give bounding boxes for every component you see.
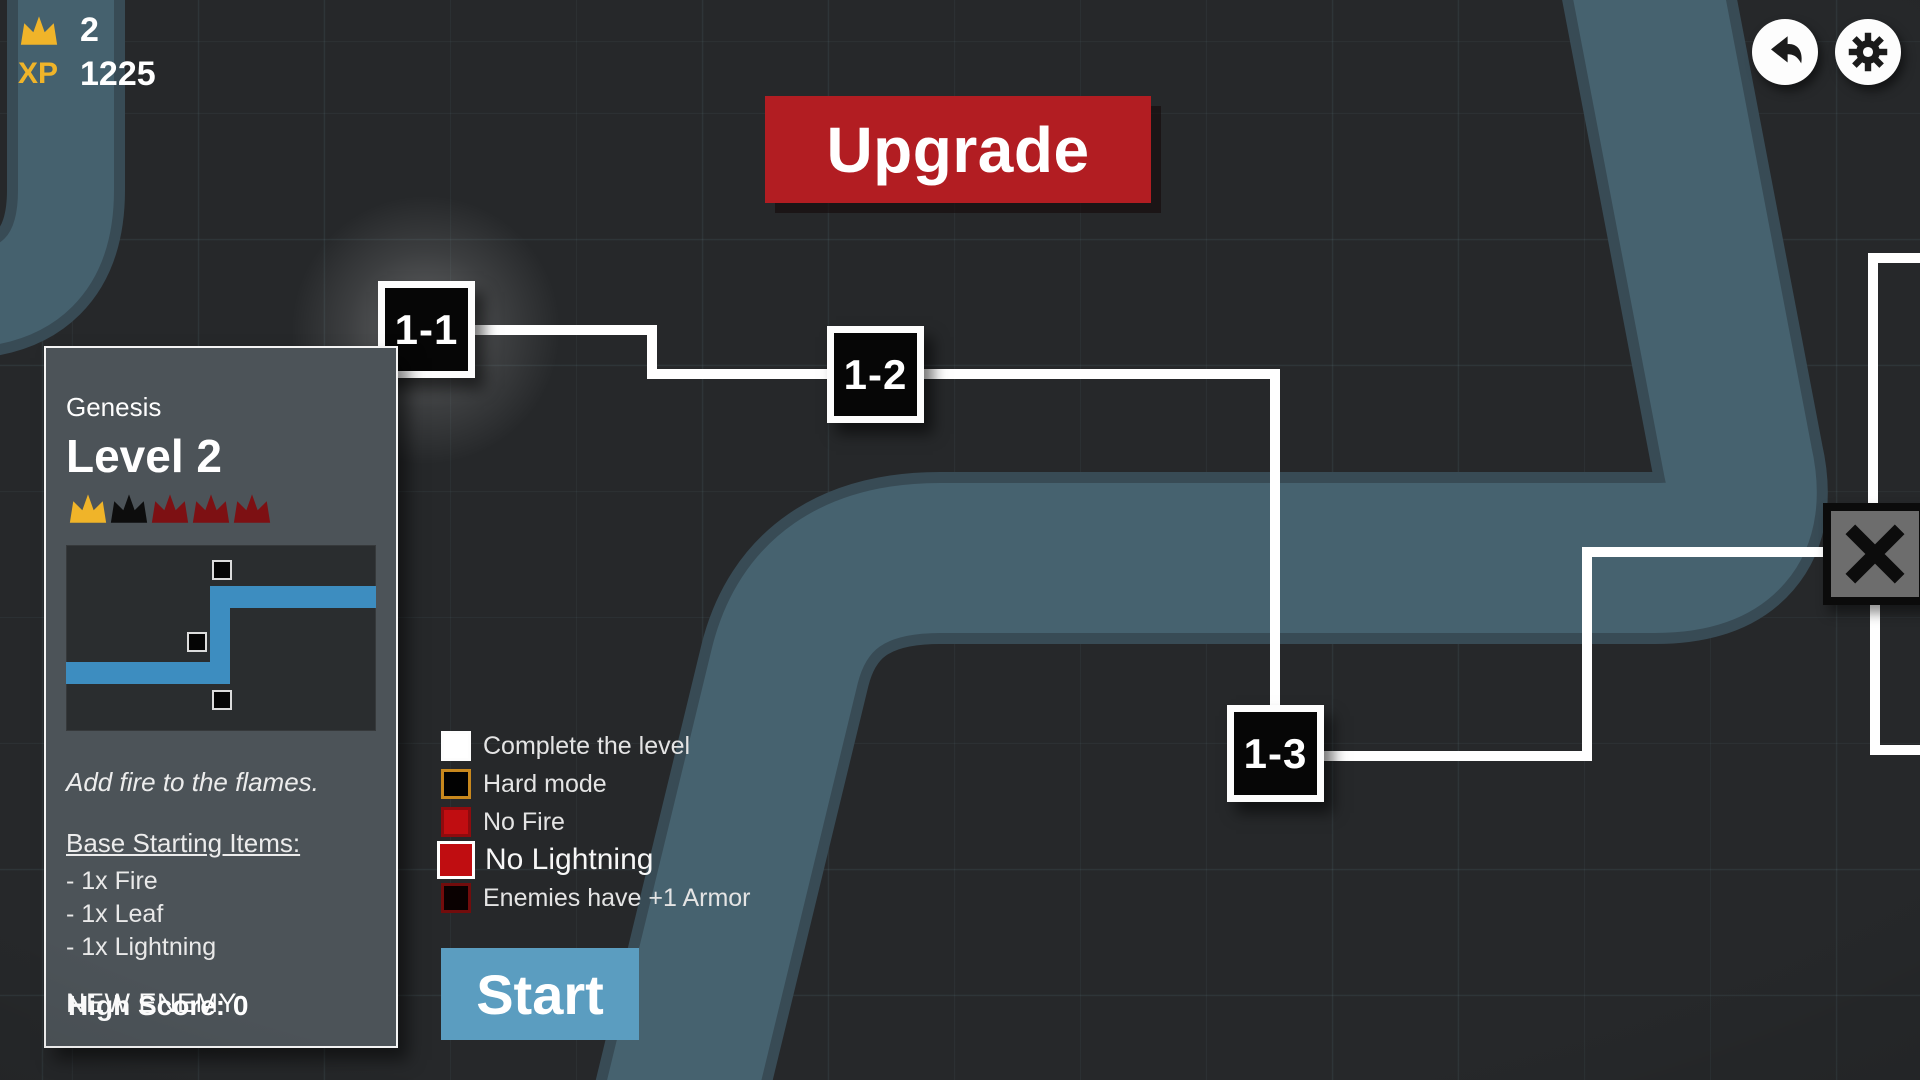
crown-icon [192, 494, 230, 523]
minimap-block [186, 632, 207, 653]
crown-icon [151, 494, 189, 523]
upgrade-button-label: Upgrade [826, 113, 1090, 186]
xp-value: 1225 [80, 54, 156, 93]
back-button[interactable] [1752, 19, 1818, 85]
level-node-label: 1-3 [1243, 729, 1308, 777]
undo-arrow-icon [1771, 36, 1802, 64]
level-node-label: 1-1 [394, 305, 459, 353]
crown-icon [69, 494, 107, 523]
minimap-path-segment [66, 662, 228, 685]
starting-item: - 1x Lightning [66, 933, 217, 961]
level-minimap [66, 545, 376, 731]
starting-item: - 1x Fire [66, 867, 158, 895]
objective-label: Hard mode [483, 769, 607, 798]
objective-row[interactable]: Enemies have +1 Armor [441, 879, 751, 917]
minimap-block [211, 690, 232, 711]
level-title: Level 2 [66, 430, 222, 482]
crown-count: 2 [80, 10, 99, 49]
close-button[interactable] [1823, 503, 1920, 605]
minimap-block [211, 559, 232, 580]
minimap-path-segment [210, 585, 376, 609]
hud: 2 XP 1225 [18, 10, 156, 98]
objective-checkbox[interactable] [441, 807, 471, 837]
xp-label: XP [18, 57, 59, 90]
starting-item: - 1x Leaf [66, 900, 164, 928]
objective-row[interactable]: Complete the level [441, 727, 751, 765]
objective-checkbox[interactable] [441, 731, 471, 761]
objective-row[interactable]: Hard mode [441, 765, 751, 803]
crown-icon [18, 13, 62, 47]
upgrade-button[interactable]: Upgrade [765, 96, 1151, 203]
objective-checkbox[interactable] [441, 883, 471, 913]
minimap-path-segment [210, 585, 231, 685]
x-icon [1845, 524, 1905, 584]
settings-button[interactable] [1835, 19, 1901, 85]
start-button-label: Start [476, 962, 604, 1026]
high-score: High Score: 0 [68, 990, 249, 1021]
crown-icon [110, 494, 148, 523]
level-node-1-2[interactable]: 1-2 [827, 326, 924, 423]
objective-label: No Lightning [485, 843, 654, 876]
objective-label: Complete the level [483, 731, 691, 760]
crowns-row [66, 491, 376, 525]
new-enemy-label: NEW ENEMY [66, 988, 238, 1018]
objectives-list: Complete the level Hard mode No Fire No … [437, 727, 751, 917]
level-node-1-1[interactable]: 1-1 [378, 281, 475, 378]
level-info-panel: Genesis Level 2 Add fire to the flames. … [44, 346, 398, 1048]
objective-label: No Fire [483, 807, 565, 836]
start-button[interactable]: Start [441, 948, 639, 1040]
objective-label: Enemies have +1 Armor [483, 883, 751, 912]
level-description: Add fire to the flames. [66, 767, 319, 797]
objective-checkbox[interactable] [441, 769, 471, 799]
objective-row[interactable]: No Fire [441, 803, 751, 841]
gear-icon [1848, 32, 1888, 72]
level-node-1-3[interactable]: 1-3 [1227, 705, 1324, 802]
objective-checkbox[interactable] [437, 841, 475, 879]
items-heading: Base Starting Items: [66, 828, 301, 858]
level-node-label: 1-2 [843, 350, 908, 398]
crown-icon [233, 494, 271, 523]
world-name: Genesis [66, 392, 162, 422]
objective-row[interactable]: No Lightning [437, 841, 751, 879]
